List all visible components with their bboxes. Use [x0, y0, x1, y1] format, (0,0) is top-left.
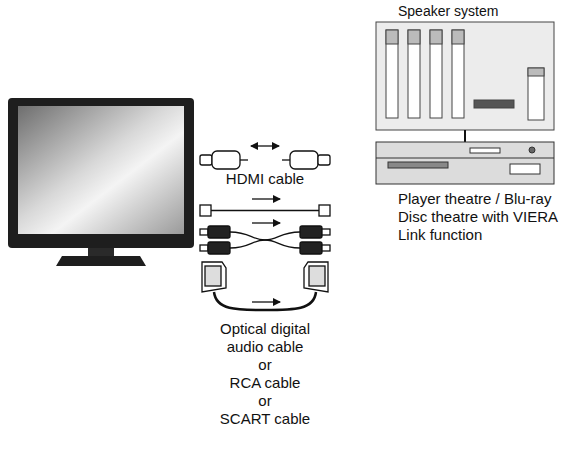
speaker-system — [376, 22, 554, 142]
rca-cable-part — [322, 229, 330, 235]
speaker-system-part — [386, 30, 398, 118]
tv-set-part — [8, 98, 194, 248]
speaker-system-part — [474, 100, 514, 108]
optical-cable-part — [319, 205, 330, 216]
rca-cable-part — [300, 242, 322, 254]
scart-cable-part — [202, 262, 226, 292]
blu-ray-player — [376, 142, 554, 184]
blu-ray-player-part — [510, 164, 540, 174]
rca-cable-part — [322, 245, 330, 251]
scart-cable — [202, 262, 328, 310]
rca-cable-part — [230, 240, 300, 248]
hdmi-cable-part — [318, 155, 330, 165]
blu-ray-player-part — [376, 158, 554, 159]
rca-cable-part — [300, 226, 322, 238]
speaker-system-part — [464, 130, 466, 142]
scart-cable-part — [309, 266, 325, 286]
tv-set-part — [88, 248, 114, 256]
scart-cable-part — [205, 266, 221, 286]
rca-cable-part — [208, 226, 230, 238]
tv-set-part — [18, 106, 184, 234]
speaker-system-part — [430, 30, 442, 118]
speaker-system-part — [408, 30, 420, 118]
tv-set — [8, 98, 194, 266]
speaker-system-part — [430, 30, 442, 44]
hdmi-cable-part — [200, 155, 212, 165]
blu-ray-player-part — [388, 162, 448, 168]
separator-text: or — [210, 392, 320, 410]
scart-cable-part — [214, 292, 316, 310]
hdmi-cable-part — [251, 145, 279, 146]
cable-label: RCA cable — [210, 374, 320, 392]
tv-set-part — [56, 256, 146, 266]
rca-cable-part — [200, 229, 208, 235]
blu-ray-player-part — [470, 148, 500, 153]
optical-cable-part — [252, 198, 280, 199]
speaker-system-part — [528, 68, 544, 76]
hdmi-cable-part — [282, 159, 290, 160]
speaker-system-part — [376, 22, 554, 130]
scart-cable-part — [252, 301, 280, 302]
hdmi-cable — [200, 146, 330, 169]
hdmi-cable-part — [240, 159, 248, 160]
hdmi-cable-part — [212, 151, 240, 169]
cable-label: Optical digital audio cable — [200, 320, 330, 356]
rca-cable-part — [252, 222, 280, 223]
speaker-system-part — [386, 30, 398, 44]
optical-cable — [200, 199, 330, 216]
speaker-system-part — [408, 30, 420, 44]
device-label: Player theatre / Blu-ray Disc theatre wi… — [398, 190, 566, 244]
scart-cable-part — [304, 262, 328, 292]
device-label: Speaker system — [398, 2, 558, 20]
cable-label: SCART cable — [210, 410, 320, 428]
optical-cable-part — [200, 205, 211, 216]
rca-cable-part — [200, 245, 208, 251]
speaker-system-part — [452, 30, 464, 118]
hdmi-cable-part — [290, 151, 318, 169]
speaker-system-part — [528, 68, 544, 120]
separator-text: or — [210, 356, 320, 374]
optical-cable-part — [211, 210, 319, 211]
blu-ray-player-part — [376, 142, 554, 184]
rca-cable-part — [208, 242, 230, 254]
cable-label: HDMI cable — [210, 170, 320, 188]
blu-ray-player-part — [529, 147, 535, 153]
rca-cable-part — [230, 232, 300, 240]
rca-cable — [200, 223, 330, 254]
speaker-system-part — [452, 30, 464, 44]
